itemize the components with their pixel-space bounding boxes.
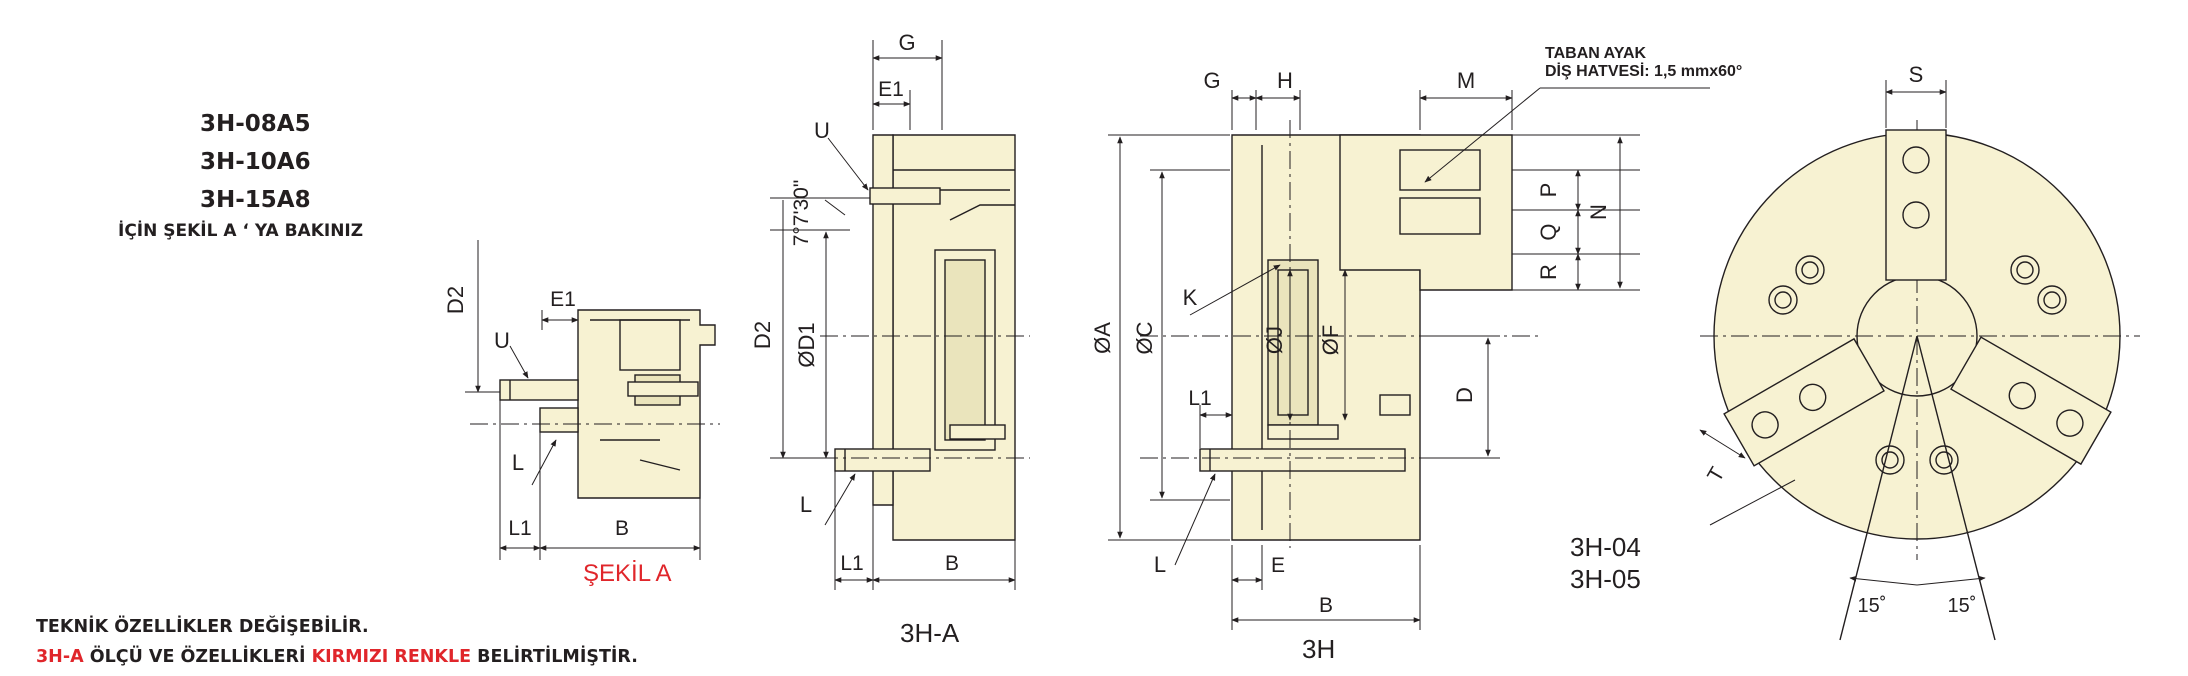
front-view xyxy=(1700,120,2140,641)
dim-b-a: B xyxy=(615,517,629,540)
dim-k-3h: K xyxy=(1183,285,1198,310)
dim-a-3h: ØA xyxy=(1090,322,1115,354)
dim-b-3ha: B xyxy=(945,552,959,575)
model-list: 3H-08A5 3H-10A6 3H-15A8 İÇİN ŞEKİL A ‘ Y… xyxy=(118,105,363,243)
footer-red-text: KIRMIZI RENKLE xyxy=(311,647,472,667)
dim-d-3h: D xyxy=(1452,387,1477,403)
dim-q-3h: Q xyxy=(1536,223,1561,240)
front-view-dims xyxy=(1699,80,1986,586)
dim-u-a: U xyxy=(494,328,510,353)
footer-line-1: TEKNİK ÖZELLİKLER DEĞİŞEBİLİR. xyxy=(36,617,369,637)
figure-3h-side-view xyxy=(1140,120,1540,548)
dim-c-3h: ØC xyxy=(1132,321,1157,354)
footer-text-2: BELİRTİLMİŞTİR. xyxy=(471,647,638,667)
model-line: 3H-08A5 xyxy=(200,111,311,137)
dim-e1-3ha: E1 xyxy=(878,78,904,101)
figure-3ha-label: 3H-A xyxy=(900,618,960,648)
dim-d2-3ha: D2 xyxy=(750,321,775,349)
dim-b-3h: B xyxy=(1319,594,1333,617)
dim-l1-3ha: L1 xyxy=(840,552,863,575)
dim-n-3h: N xyxy=(1586,204,1611,220)
dim-f-3h: ØF xyxy=(1318,325,1343,356)
dim-m-3h: M xyxy=(1457,68,1475,93)
front-model-1: 3H-04 xyxy=(1570,532,1641,562)
figure-3h-dims xyxy=(1108,87,1710,630)
figure-3h-jaw xyxy=(1339,134,1513,291)
dim-d2-a: D2 xyxy=(443,286,468,314)
figure-3ha-side-view xyxy=(820,134,1030,541)
figure-3h-label: 3H xyxy=(1302,634,1336,664)
model-note: İÇİN ŞEKİL A ‘ YA BAKINIZ xyxy=(118,221,364,241)
front-model-2: 3H-05 xyxy=(1570,564,1641,594)
dim-h-3h: H xyxy=(1277,68,1293,93)
footer-line-2: 3H-A ÖLÇÜ VE ÖZELLİKLERİ KIRMIZI RENKLE … xyxy=(36,642,638,672)
model-line: 3H-10A6 xyxy=(200,149,311,175)
dim-u-3ha: U xyxy=(814,118,830,143)
dim-r-3h: R xyxy=(1536,264,1561,280)
dim-p-3h: P xyxy=(1536,183,1561,198)
jaw-top xyxy=(1885,129,1947,281)
figure-a-flange xyxy=(539,407,579,433)
dim-15-left: 15˚ xyxy=(1858,595,1887,617)
callout-line1: TABAN AYAK xyxy=(1545,45,1647,62)
dim-s: S xyxy=(1909,62,1924,87)
figure-3h-bolt xyxy=(1199,448,1406,472)
dim-angle-3ha: 7°7'30" xyxy=(790,180,813,247)
model-line: 3H-15A8 xyxy=(200,187,311,213)
dim-l1-a: L1 xyxy=(508,517,531,540)
figure-a-bolt xyxy=(499,379,579,401)
dim-l-a: L xyxy=(512,450,524,475)
dim-j-3h: ØJ xyxy=(1262,326,1287,354)
dim-l1-3h: L1 xyxy=(1188,387,1211,410)
dim-g-3h: G xyxy=(1203,68,1220,93)
figure-a-dims xyxy=(465,240,701,560)
figure-3ha-top-bolt xyxy=(869,187,941,205)
figure-3ha-dims xyxy=(770,40,1016,590)
figure-a-side-view xyxy=(470,309,720,499)
callout-line2: DİŞ HATVESİ: 1,5 mmx60° xyxy=(1545,62,1742,80)
sekil-a-label: ŞEKİL A xyxy=(583,560,672,587)
dim-15-right: 15˚ xyxy=(1948,595,1977,617)
dim-l-3ha: L xyxy=(800,492,812,517)
figure-3ha-bottom-bolt xyxy=(834,448,931,472)
footer-text-1: ÖLÇÜ VE ÖZELLİKLERİ xyxy=(83,647,312,667)
footer-notes: TEKNİK ÖZELLİKLER DEĞİŞEBİLİR. 3H-A ÖLÇÜ… xyxy=(36,612,638,672)
dim-t: T xyxy=(1703,463,1729,486)
dim-l-3h: L xyxy=(1154,552,1166,577)
dim-d1-3ha: ØD1 xyxy=(794,322,819,367)
footer-red-model: 3H-A xyxy=(36,647,84,667)
dim-e1-a: E1 xyxy=(550,288,576,311)
dim-g-3ha: G xyxy=(898,30,915,55)
figure-3ha-flange xyxy=(872,134,894,506)
jaw-left xyxy=(1950,336,2112,466)
dim-e-3h: E xyxy=(1271,554,1285,577)
